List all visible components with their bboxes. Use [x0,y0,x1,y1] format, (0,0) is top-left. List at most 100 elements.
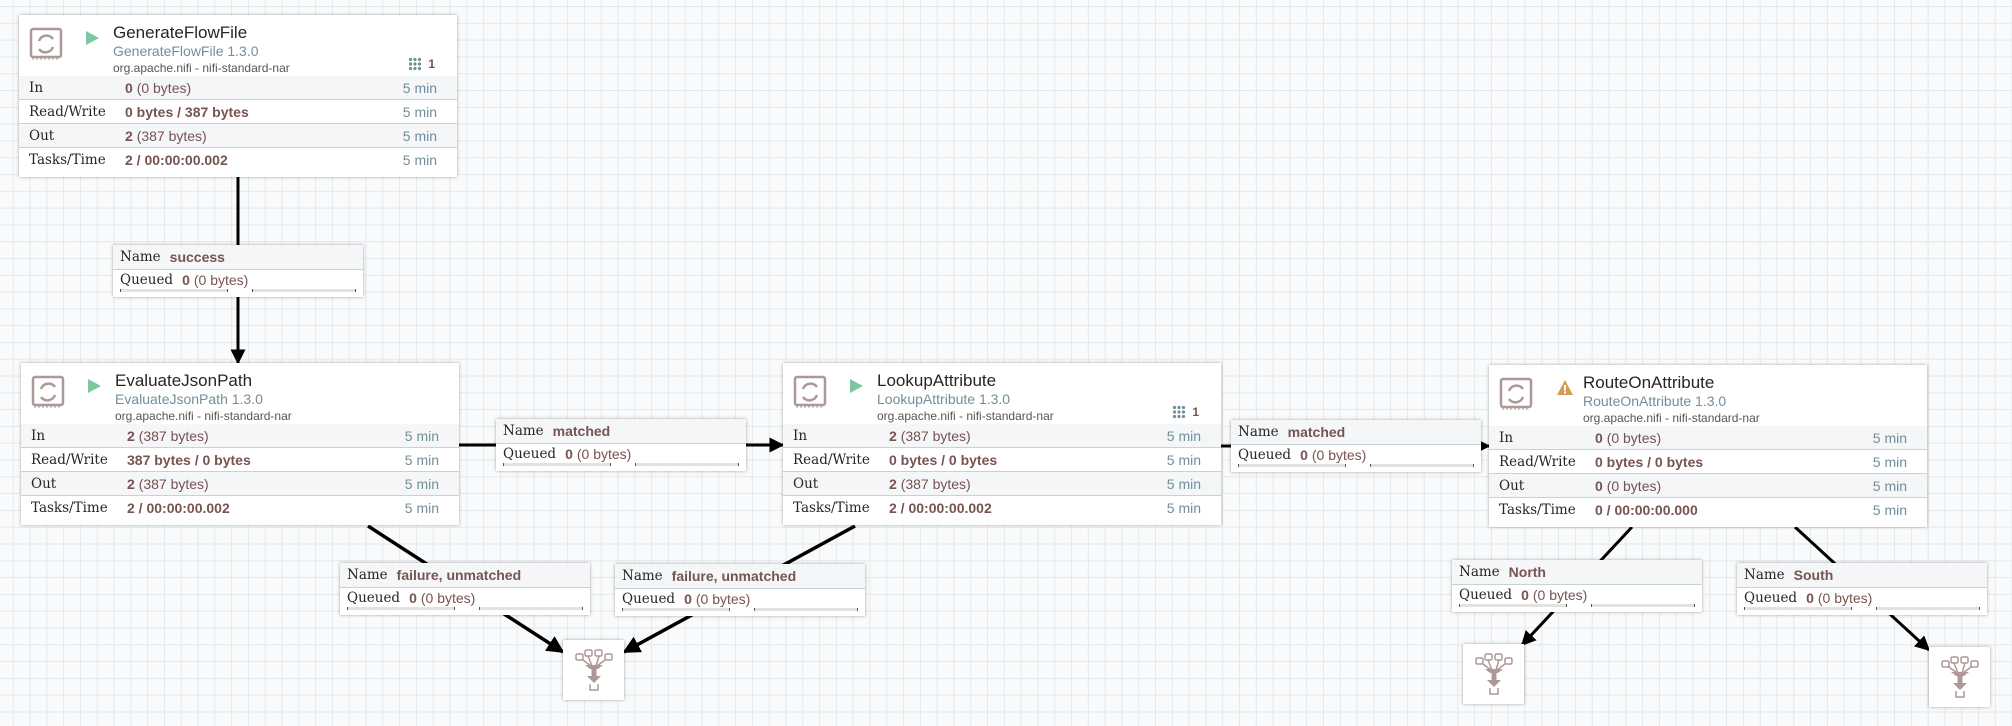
stat-tasks-value: 2 / 00:00:00.002 [889,499,992,516]
processor-stats: In 0 (0 bytes) 5 min Read/Write 0 bytes … [1489,426,1927,521]
run-icon [88,379,101,393]
stat-tasks-label: Tasks/Time [1499,501,1576,518]
stat-in-value: 2 (387 bytes) [889,427,971,444]
stat-tasks: Tasks/Time 2 / 00:00:00.002 5 min [783,496,1221,519]
stat-in-label: In [31,427,46,444]
stat-in: In 2 (387 bytes) 5 min [783,424,1221,448]
queued-label: Queued [1459,587,1513,603]
processor-icon [793,375,827,408]
processor-type: GenerateFlowFile 1.3.0 [113,43,259,59]
processor-name: LookupAttribute [877,371,997,390]
processor-generateflowfile[interactable]: GenerateFlowFile GenerateFlowFile 1.3.0 … [19,15,457,177]
processor-evaluatejsonpath[interactable]: EvaluateJsonPath EvaluateJsonPath 1.3.0 … [21,363,459,525]
stat-rw-time: 5 min [1166,451,1201,468]
processor-lookupattribute[interactable]: LookupAttribute LookupAttribute 1.3.0 or… [783,363,1221,525]
processor-stats: In 2 (387 bytes) 5 min Read/Write 387 by… [21,424,459,519]
stat-tasks: Tasks/Time 2 / 00:00:00.002 5 min [19,148,457,171]
queued-value: 0(0 bytes) [409,590,476,606]
connection-name: South [1793,567,1834,583]
name-label: Name [347,567,388,583]
processor-bundle: org.apache.nifi - nifi-standard-nar [1583,411,1760,425]
stat-out-label: Out [31,475,57,492]
stat-out-value: 2 (387 bytes) [125,127,207,144]
stat-out: Out 2 (387 bytes) 5 min [19,124,457,148]
funnel-failures[interactable] [563,640,624,700]
stat-in-time: 5 min [1166,427,1201,444]
stat-tasks: Tasks/Time 2 / 00:00:00.002 5 min [21,496,459,519]
queued-value: 0(0 bytes) [565,446,632,462]
stat-out-value: 2 (387 bytes) [889,475,971,492]
processor-name: RouteOnAttribute [1583,373,1715,392]
queued-value: 0(0 bytes) [182,272,249,288]
stat-in-time: 5 min [1872,429,1907,446]
connection-name: matched [552,423,611,439]
processor-stats: In 2 (387 bytes) 5 min Read/Write 0 byte… [783,424,1221,519]
connection-name: matched [1287,424,1346,440]
stat-in-label: In [793,427,808,444]
stat-in-value: 0 (0 bytes) [1595,429,1662,446]
processor-type: RouteOnAttribute 1.3.0 [1583,393,1727,409]
name-label: Name [120,249,161,265]
stat-rw-value: 0 bytes / 387 bytes [125,103,249,120]
stat-readwrite: Read/Write 0 bytes / 0 bytes 5 min [783,448,1221,472]
stat-out-time: 5 min [404,475,439,492]
stat-tasks-value: 0 / 00:00:00.000 [1595,501,1698,518]
connection-name: failure, unmatched [396,567,522,583]
stat-tasks-time: 5 min [404,499,439,516]
stat-out-value: 2 (387 bytes) [127,475,209,492]
queued-label: Queued [120,272,174,288]
queue-backpressure-bars [1238,464,1474,468]
name-label: Name [1744,567,1785,583]
connection-name: North [1508,564,1546,580]
stat-rw-value: 387 bytes / 0 bytes [127,451,251,468]
threads-icon [409,57,422,71]
stat-tasks-time: 5 min [1166,499,1201,516]
queued-label: Queued [1744,590,1798,606]
stat-out: Out 2 (387 bytes) 5 min [21,472,459,496]
stat-rw-label: Read/Write [793,451,870,468]
run-icon [86,31,99,45]
processor-icon [29,27,63,60]
connection-label-south[interactable]: Name South Queued 0(0 bytes) [1737,563,1987,615]
stat-tasks: Tasks/Time 0 / 00:00:00.000 5 min [1489,498,1927,521]
stat-rw-label: Read/Write [1499,453,1576,470]
queued-value: 0(0 bytes) [1806,590,1873,606]
processor-name: GenerateFlowFile [113,23,248,42]
stat-out-time: 5 min [1872,477,1907,494]
processor-stats: In 0 (0 bytes) 5 min Read/Write 0 bytes … [19,76,457,171]
queue-backpressure-bars [347,607,583,611]
threads-icon [1173,405,1186,419]
connection-label-failure-1[interactable]: Name failure, unmatched Queued 0(0 bytes) [340,563,590,615]
queue-backpressure-bars [120,289,356,293]
queued-label: Queued [1238,447,1292,463]
funnel-south[interactable] [1929,647,1990,707]
queue-backpressure-bars [1459,604,1695,608]
processor-bundle: org.apache.nifi - nifi-standard-nar [115,409,292,423]
stat-out-label: Out [29,127,55,144]
stat-rw-label: Read/Write [29,103,106,120]
warning-icon[interactable] [1556,379,1574,397]
stat-readwrite: Read/Write 0 bytes / 387 bytes 5 min [19,100,457,124]
funnel-icon [574,649,613,691]
name-label: Name [1238,424,1279,440]
stat-tasks-value: 2 / 00:00:00.002 [127,499,230,516]
run-icon [850,379,863,393]
stat-in: In 0 (0 bytes) 5 min [1489,426,1927,450]
funnel-icon [1474,653,1513,695]
active-threads-count: 1 [1192,405,1199,419]
queued-label: Queued [347,590,401,606]
queue-backpressure-bars [503,463,739,467]
stat-tasks-label: Tasks/Time [29,151,106,168]
funnel-north[interactable] [1463,644,1524,704]
stat-in-value: 0 (0 bytes) [125,79,192,96]
processor-routeonattribute[interactable]: RouteOnAttribute RouteOnAttribute 1.3.0 … [1489,365,1927,527]
stat-tasks-time: 5 min [1872,501,1907,518]
stat-in-time: 5 min [404,427,439,444]
stat-out-time: 5 min [1166,475,1201,492]
stat-out: Out 2 (387 bytes) 5 min [783,472,1221,496]
